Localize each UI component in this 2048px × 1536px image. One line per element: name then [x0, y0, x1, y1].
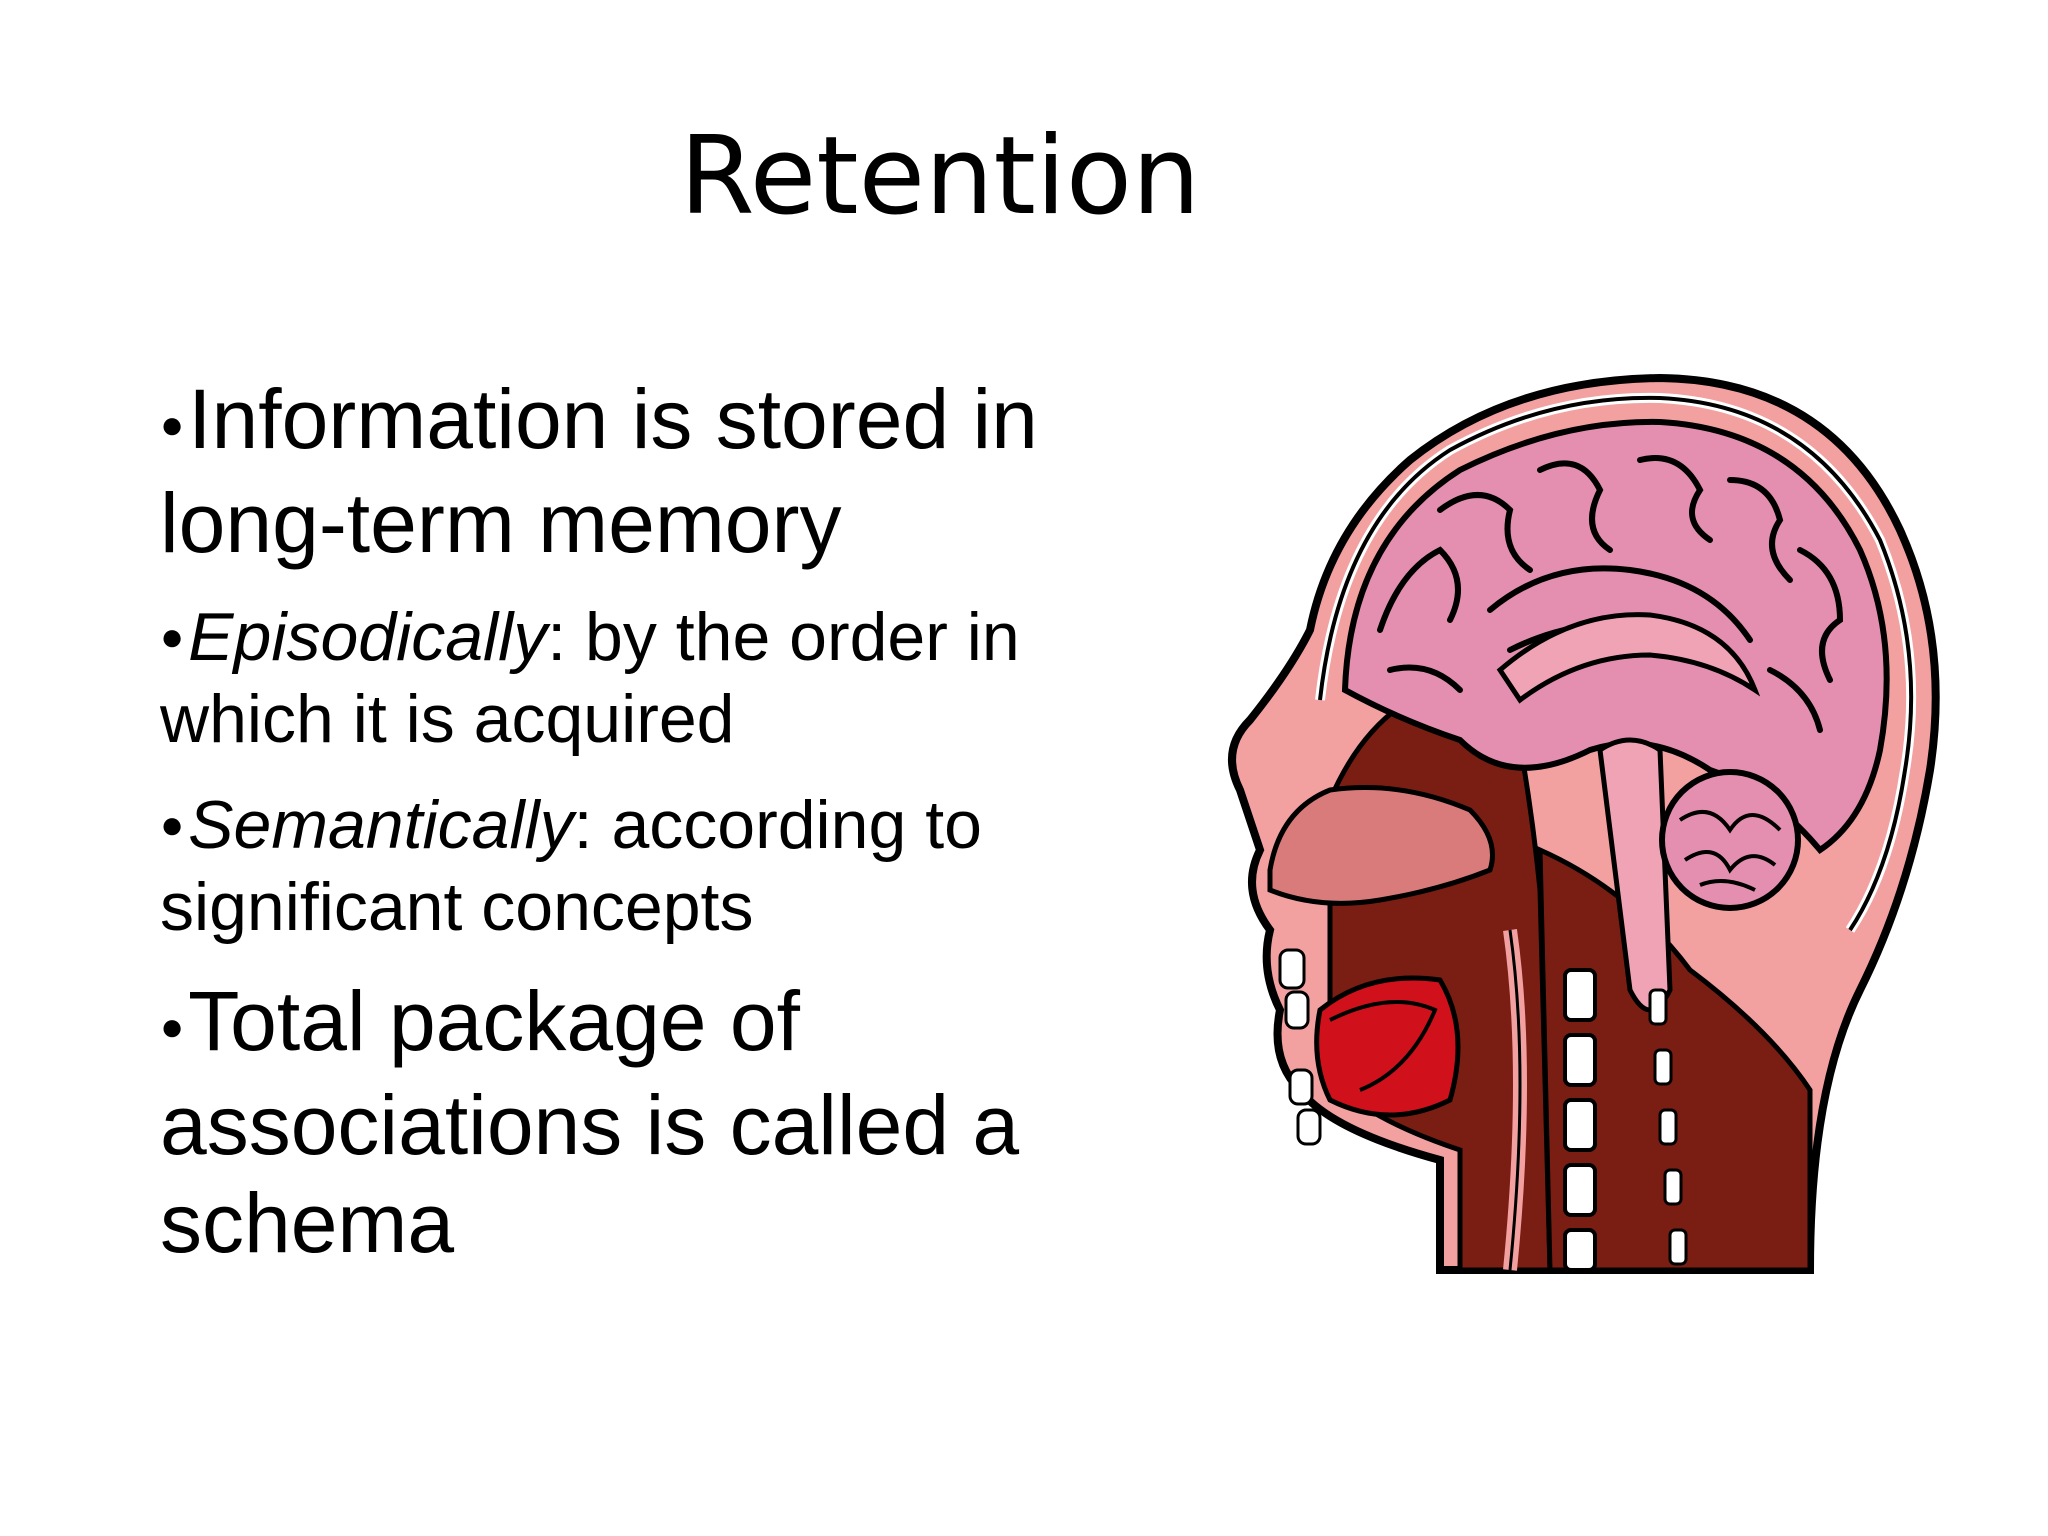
- bullet-dot: ●: [160, 615, 185, 659]
- bullet-emphasis: Episodically: [188, 599, 548, 675]
- mouth-cavity: [1314, 975, 1461, 1118]
- bullet-item: ●Episodically: by the order in which it …: [160, 596, 1170, 760]
- spinal-processes: [1648, 988, 1688, 1266]
- bullet-item: ●Total package of associations is called…: [160, 972, 1170, 1272]
- slide-title: Retention: [679, 114, 1201, 239]
- cerebellum: [1659, 769, 1801, 911]
- skull-outline: [1318, 395, 1914, 932]
- neck-tissue: [1537, 846, 1813, 1273]
- head-cross-section-illustration: [1210, 370, 1950, 1290]
- nasal-cavity: [1267, 785, 1495, 906]
- bullet-emphasis: Semantically: [188, 787, 574, 863]
- teeth: [1278, 948, 1322, 1146]
- bullet-item: ●Information is stored in long-term memo…: [160, 370, 1170, 572]
- head-illustration-svg: [1228, 373, 1940, 1274]
- tongue: [1329, 1000, 1438, 1092]
- bullet-text: : according to significant concepts: [160, 787, 982, 945]
- bullet-text: Total package of associations is called …: [160, 974, 1020, 1270]
- brain-stem: [1597, 737, 1673, 1013]
- bullet-dot: ●: [160, 1005, 185, 1049]
- bullet-item: ●Semantically: according to significant …: [160, 784, 1170, 948]
- bullet-dot: ●: [160, 803, 185, 847]
- corpus-callosum: [1496, 612, 1761, 704]
- bullet-dot: ●: [160, 403, 185, 447]
- bullet-list: ●Information is stored in long-term memo…: [160, 370, 1170, 1296]
- vertebrae: [1563, 968, 1597, 1272]
- cerebellum-folds: [1678, 810, 1782, 892]
- airway-outline: [1508, 929, 1522, 1271]
- bullet-text: : by the order in which it is acquired: [160, 599, 1020, 757]
- bullet-text: Information is stored in long-term memor…: [160, 372, 1038, 570]
